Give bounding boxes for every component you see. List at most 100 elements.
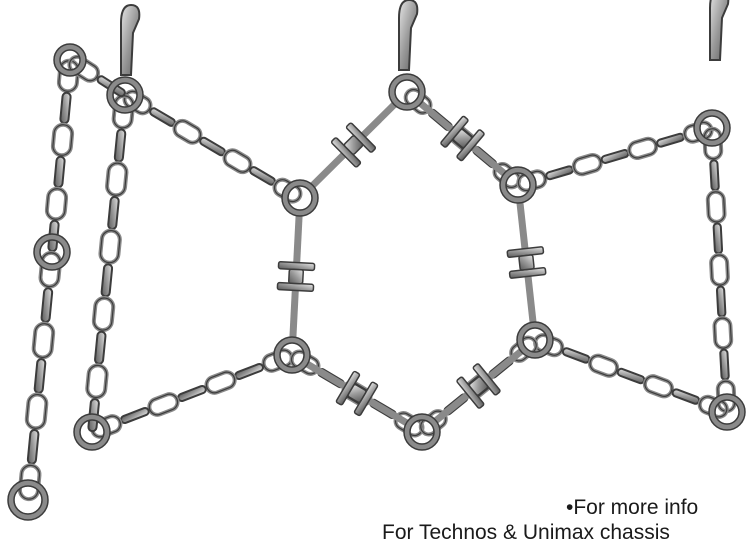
ring-outline <box>708 393 746 431</box>
chain-link-edge <box>86 364 108 399</box>
cross-connector <box>306 97 401 193</box>
chain-link <box>149 107 176 127</box>
chain-link-edge <box>173 120 202 144</box>
chain-segment <box>85 93 136 433</box>
connector-block <box>452 128 473 149</box>
chain-link-edge <box>223 149 252 173</box>
hook <box>398 0 419 71</box>
hook-body <box>709 0 730 61</box>
ring-inline <box>79 419 105 445</box>
caption-more-info: •For more info <box>566 496 699 519</box>
ring-inline <box>112 82 138 108</box>
chain-segment <box>533 333 729 419</box>
chain-link-edge <box>644 375 673 397</box>
ring-inline <box>279 342 305 368</box>
ring-inline <box>699 115 725 141</box>
ring-inline <box>505 172 531 198</box>
chain-link-edge <box>628 138 657 159</box>
chain-link-edge <box>148 393 179 416</box>
connector-block <box>347 383 367 404</box>
ring-inline <box>287 185 313 211</box>
chain-link-edge <box>713 317 732 349</box>
chain-link <box>107 195 120 230</box>
chain-link <box>545 165 574 181</box>
chain-hooks <box>120 0 730 76</box>
chain-link <box>600 149 630 164</box>
chain-link-edge <box>113 95 134 129</box>
cross-connector <box>276 209 316 344</box>
ring-inline <box>39 239 65 265</box>
ring-inline <box>13 485 43 515</box>
connector-block <box>288 268 304 285</box>
chain-link <box>715 285 727 318</box>
chain-link-edge <box>707 191 726 223</box>
ring-outline <box>73 413 111 451</box>
chain-link-edge <box>589 355 618 377</box>
ring-inline <box>59 49 81 71</box>
cross-connector <box>506 196 547 329</box>
ring <box>516 321 554 359</box>
chain-link <box>100 263 114 298</box>
chain-link <box>53 155 66 189</box>
chain-link <box>712 222 724 255</box>
connector-block <box>468 376 489 396</box>
ring <box>53 43 87 77</box>
ring <box>273 336 311 374</box>
chain-link <box>656 132 685 148</box>
ring <box>106 76 144 114</box>
ring-outline <box>388 73 426 111</box>
ring <box>33 233 71 271</box>
chain-segment <box>702 126 737 414</box>
ring <box>403 413 441 451</box>
chain-segment <box>17 250 63 502</box>
chain-link <box>719 348 730 381</box>
chain-link <box>561 347 591 364</box>
chain-segment <box>516 120 714 193</box>
ring-outline <box>499 166 537 204</box>
hook <box>120 3 141 76</box>
ring <box>499 166 537 204</box>
connector-block <box>518 254 535 271</box>
cross-connector <box>413 97 512 180</box>
ring-outline <box>33 233 71 271</box>
chain-link <box>249 166 276 186</box>
chain-link <box>26 429 40 465</box>
chain-link <box>59 91 72 125</box>
chain-link-edge <box>573 154 602 175</box>
chain-link-edge <box>710 254 729 286</box>
chain-link-edge <box>39 252 61 288</box>
ring-outline <box>516 321 554 359</box>
ring-inline <box>714 399 740 425</box>
chain-link <box>234 362 264 381</box>
ring <box>693 109 731 147</box>
chain-link-edge <box>68 56 99 82</box>
chain-link-edge <box>33 323 54 359</box>
chain-link-edge <box>46 188 67 220</box>
cross-connector <box>300 358 414 429</box>
chain-link-edge <box>26 393 47 429</box>
ring <box>708 393 746 431</box>
ring-outline <box>53 43 87 77</box>
chain-segment <box>44 58 81 253</box>
ring-inline <box>409 419 435 445</box>
chain-link-edge <box>52 124 73 156</box>
chain-link <box>709 159 720 192</box>
ring <box>7 479 49 521</box>
caption-chassis: For Technos & Unimax chassis <box>382 521 670 544</box>
chain-link <box>40 287 54 323</box>
chain-link-edge <box>99 229 121 264</box>
chain-link-edge <box>106 162 128 196</box>
chain-link <box>113 128 127 163</box>
chain-link <box>177 384 207 403</box>
chain-link <box>94 330 107 365</box>
ring-outline <box>403 413 441 451</box>
ring-outline <box>693 109 731 147</box>
ring <box>281 179 319 217</box>
cross-connectors <box>276 97 547 429</box>
connector-block <box>343 135 364 155</box>
chain-link-edge <box>93 297 114 331</box>
hook-body <box>398 0 419 71</box>
chain-segment <box>90 348 294 439</box>
ring-outline <box>281 179 319 217</box>
